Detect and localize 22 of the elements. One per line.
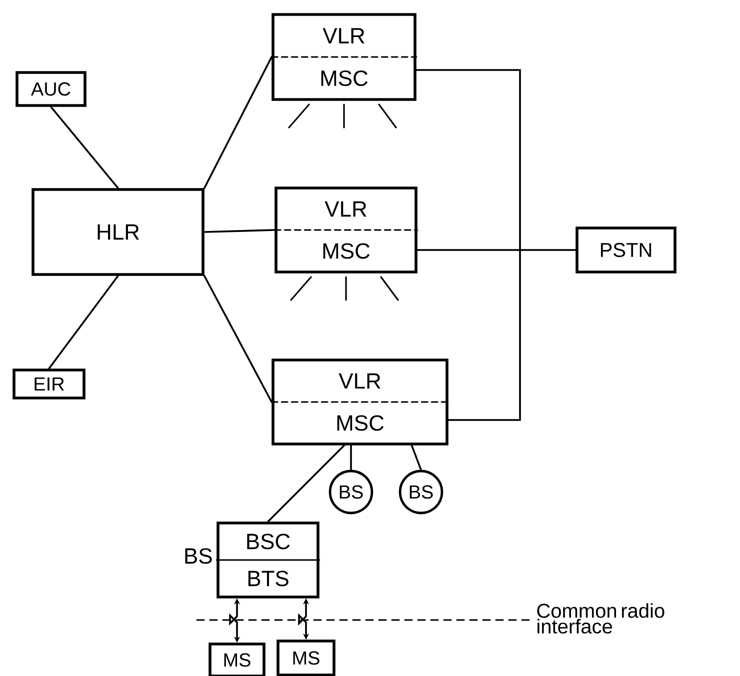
split-box: VLR MSC xyxy=(270,358,450,446)
connector-line xyxy=(48,275,119,370)
split-box: BSC BTS xyxy=(216,522,320,598)
connector-line xyxy=(410,444,422,471)
box: AUC xyxy=(16,71,86,107)
connector-line xyxy=(416,249,576,251)
connector-line xyxy=(267,444,346,522)
connector-line xyxy=(204,229,276,233)
box: EIR xyxy=(12,368,86,400)
side-label: BS xyxy=(185,548,212,564)
note-label: Common radio interface xyxy=(537,603,664,634)
box: PSTN xyxy=(576,226,676,274)
connector-line xyxy=(50,106,119,189)
box: MS xyxy=(276,640,336,676)
box: MS xyxy=(208,642,266,676)
connector-line xyxy=(416,69,521,421)
split-box: VLR MSC xyxy=(274,186,418,274)
connector-line xyxy=(350,444,352,471)
connector-line xyxy=(204,275,272,403)
connector-line xyxy=(204,56,272,189)
box: HLR xyxy=(32,188,204,276)
split-box: VLR MSC xyxy=(270,13,418,101)
